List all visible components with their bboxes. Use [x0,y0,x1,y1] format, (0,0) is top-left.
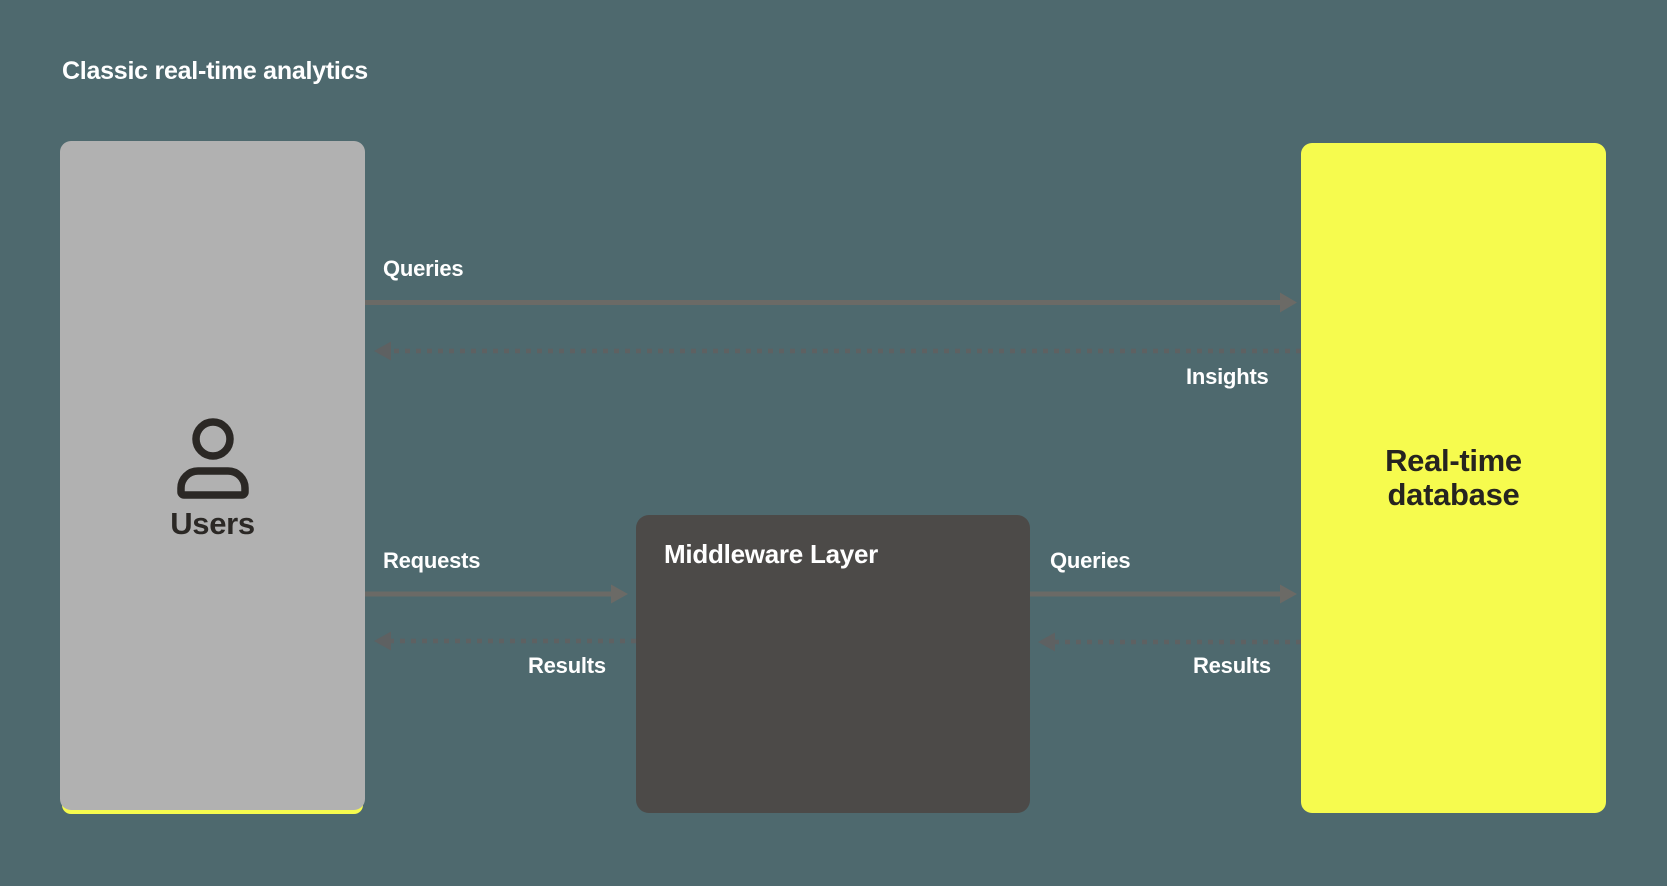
edge-label-queries-middle: Queries [1050,548,1131,573]
edge-label-results-left: Results [528,653,606,678]
diagram-title: Classic real-time analytics [62,57,368,85]
node-middleware: Middleware Layer [636,515,1030,813]
edge-results-right [1038,632,1301,652]
edge-label-queries-top: Queries [383,256,464,281]
edge-label-results-right: Results [1193,653,1271,678]
edge-queries-middle [1030,584,1297,604]
node-database-label: Real-time database [1385,442,1522,512]
edge-insights [374,341,1301,361]
edge-label-requests: Requests [383,548,481,573]
edge-requests [365,584,628,604]
edge-results-left [374,631,636,651]
node-middleware-label: Middleware Layer [664,539,879,569]
node-users: Users [60,141,365,810]
edge-label-insights: Insights [1186,364,1269,389]
node-database: Real-time database [1301,143,1606,813]
edge-queries-top [365,292,1297,313]
user-icon [176,418,249,499]
node-users-label: Users [170,506,255,541]
